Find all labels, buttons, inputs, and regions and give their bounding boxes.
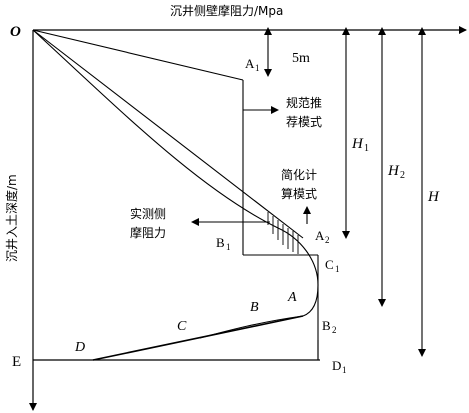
- lower-line: [92, 315, 304, 361]
- spec-diagonal: [32, 29, 244, 81]
- label-a2-sub: 2: [325, 235, 330, 245]
- simplified-diagonal: [32, 29, 304, 239]
- label-measured-2: 摩阻力: [130, 225, 166, 240]
- label-h1-sub: 1: [364, 143, 369, 154]
- label-e: E: [12, 354, 21, 370]
- measured-curve-bulge: [277, 227, 319, 317]
- label-simplified-2: 算模式: [281, 186, 317, 201]
- label-o: O: [10, 24, 21, 40]
- label-measured-1: 实测侧: [130, 206, 166, 221]
- label-curve-d: D: [74, 340, 85, 355]
- label-b2: B: [322, 318, 331, 333]
- label-a1: A: [245, 56, 255, 71]
- label-h1: H: [351, 136, 364, 152]
- label-a2: A: [315, 228, 325, 243]
- label-h2: H: [387, 163, 400, 179]
- label-c1: C: [325, 257, 334, 272]
- label-spec-mode-1: 规范推: [286, 95, 322, 110]
- measured-curve-lower: [199, 315, 304, 339]
- label-b1-sub: 1: [226, 242, 231, 252]
- x-axis-title: 沉井侧壁摩阻力/Mpa: [170, 3, 283, 18]
- label-d1: D: [332, 358, 341, 373]
- label-curve-c: C: [177, 319, 187, 334]
- label-b2-sub: 2: [332, 325, 337, 335]
- label-5m: 5m: [292, 51, 310, 66]
- label-d1-sub: 1: [342, 365, 347, 375]
- label-h: H: [427, 189, 440, 205]
- hatch-region: [267, 212, 299, 254]
- y-axis-title: 沉井入土深度/m: [4, 174, 19, 262]
- label-a1-sub: 1: [255, 63, 260, 73]
- label-b1: B: [216, 235, 225, 250]
- label-simplified-1: 简化计: [281, 168, 317, 182]
- label-h2-sub: 2: [400, 170, 405, 181]
- label-curve-a: A: [287, 290, 297, 305]
- label-spec-mode-2: 荐模式: [286, 115, 322, 129]
- label-curve-b: B: [250, 300, 259, 315]
- label-c1-sub: 1: [335, 264, 340, 274]
- measured-curve-upper: [32, 29, 279, 229]
